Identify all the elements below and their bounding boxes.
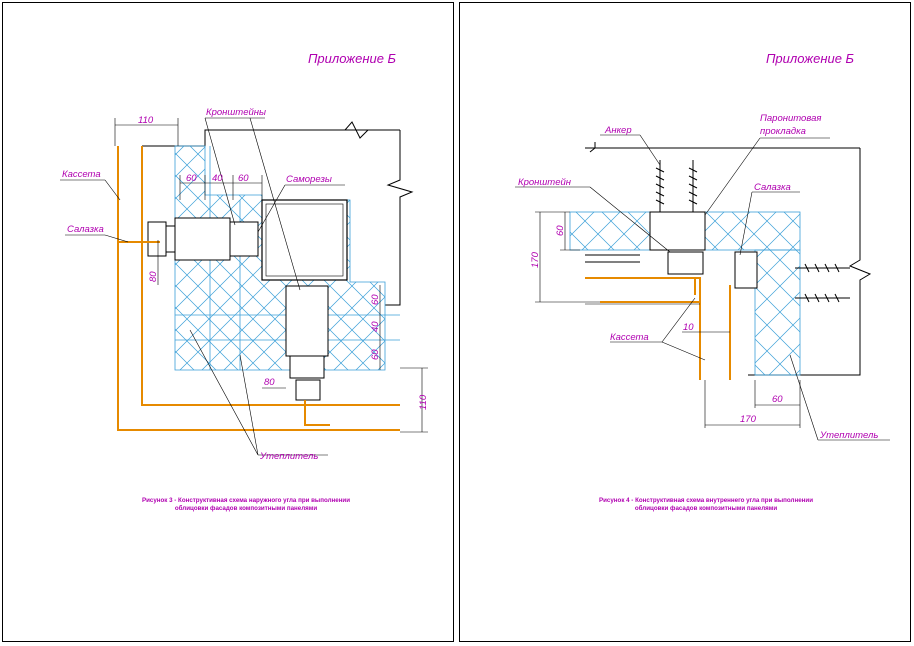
caption-figure-3: Рисунок 3 - Конструктивная схема наружно…	[60, 497, 432, 513]
wall-outline-left	[142, 121, 414, 306]
appendix-title-right: Приложение Б	[766, 51, 855, 66]
dim-110-top-left: 110	[138, 115, 154, 126]
dim-80-left: 80	[148, 271, 159, 282]
label-slide-right: Салазка	[754, 182, 791, 193]
label-anchor-right: Анкер	[604, 125, 632, 136]
label-brackets-left: Кронштейны	[206, 107, 266, 118]
dim-60-h-right: 60	[772, 394, 783, 405]
caption-figure-4-line2: облицовки фасадов композитными панелями	[634, 505, 778, 512]
label-cassette-left: Кассета	[62, 169, 101, 180]
cassette-right	[585, 277, 731, 380]
dim-110-right-left: 110	[418, 394, 429, 410]
label-gasket-line1-right: Паронитовая	[760, 113, 821, 124]
label-bracket-right: Кронштейн	[518, 177, 572, 188]
dim-60-a-left: 60	[186, 173, 197, 184]
caption-figure-3-line1: Рисунок 3 - Конструктивная схема наружно…	[141, 497, 351, 504]
label-cassette-right: Кассета	[610, 332, 649, 343]
cassette-left	[117, 146, 400, 431]
dim-60-b-left: 60	[238, 173, 249, 184]
label-insulation-right: Утеплитель	[819, 430, 878, 441]
appendix-title-left: Приложение Б	[308, 51, 397, 66]
bracket-right	[649, 211, 758, 289]
dim-60-v-right: 60	[555, 225, 566, 236]
dim-10-right: 10	[683, 322, 694, 333]
caption-figure-3-line2: облицовки фасадов композитными панелями	[174, 505, 318, 512]
label-slide-left: Салазка	[67, 224, 104, 235]
label-gasket-line2-right: прокладка	[760, 126, 806, 137]
label-screws-left: Саморезы	[286, 174, 332, 185]
dim-170-v-right: 170	[530, 251, 541, 268]
anchors-right	[655, 160, 850, 303]
bracket-lower-left	[285, 285, 329, 401]
dim-40-a-left: 40	[212, 173, 223, 184]
dim-80-bottom-left: 80	[264, 377, 275, 388]
column-box-left	[261, 199, 348, 281]
dim-60-r1-left: 60	[370, 294, 381, 305]
bracket-upper-left	[147, 217, 259, 261]
dim-170-h-right: 170	[740, 414, 757, 425]
dim-40-r-left: 40	[370, 321, 381, 332]
caption-figure-4: Рисунок 4 - Конструктивная схема внутрен…	[520, 497, 892, 513]
label-insulation-left: Утеплитель	[259, 451, 318, 462]
wall-outline-right	[585, 142, 872, 376]
caption-figure-4-line1: Рисунок 4 - Конструктивная схема внутрен…	[598, 497, 813, 504]
dim-60-r2-left: 60	[370, 349, 381, 360]
